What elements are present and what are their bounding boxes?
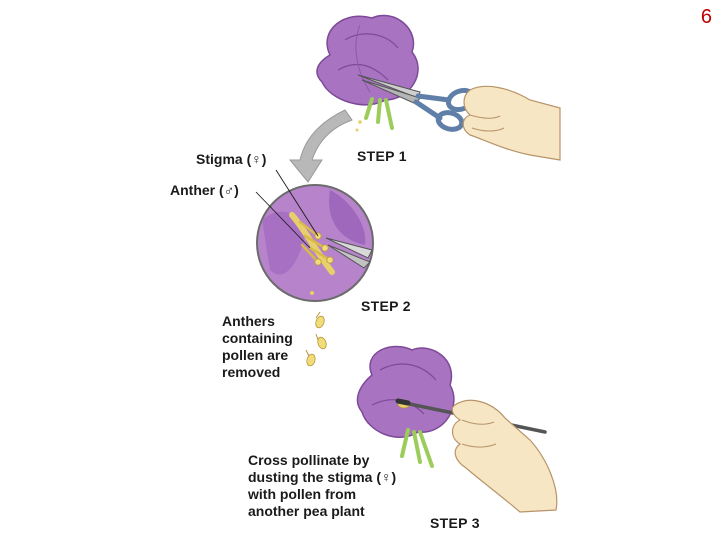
hand-step1 xyxy=(462,85,561,161)
hand-step3 xyxy=(451,399,558,513)
page-number: 6 xyxy=(700,6,712,28)
anther-label: Anther (♂) xyxy=(170,182,239,198)
step3-label: STEP 3 xyxy=(430,515,480,531)
step1-flower xyxy=(316,14,419,132)
pointer-lines xyxy=(255,169,319,249)
cross-pollinate-line-1: Cross pollinate by xyxy=(248,452,370,468)
cross-pollinate-line-4: another pea plant xyxy=(248,503,365,519)
stigma-label: Stigma (♀) xyxy=(196,151,267,167)
step1-label: STEP 1 xyxy=(357,148,407,164)
step2-label: STEP 2 xyxy=(361,298,411,314)
process-arrow xyxy=(288,109,353,183)
anthers-removed-line-3: pollen are xyxy=(222,347,289,363)
anthers-removed-line-4: removed xyxy=(222,364,281,380)
step2-magnified-view xyxy=(256,184,374,302)
falling-anthers xyxy=(305,311,327,367)
anthers-removed-line-2: containing xyxy=(222,330,293,346)
step3-flower xyxy=(356,345,455,468)
anthers-removed-line-1: Anthers xyxy=(222,313,275,329)
cross-pollinate-line-2: dusting the stigma (♀) xyxy=(248,469,397,485)
cross-pollinate-line-3: with pollen from xyxy=(248,486,357,502)
